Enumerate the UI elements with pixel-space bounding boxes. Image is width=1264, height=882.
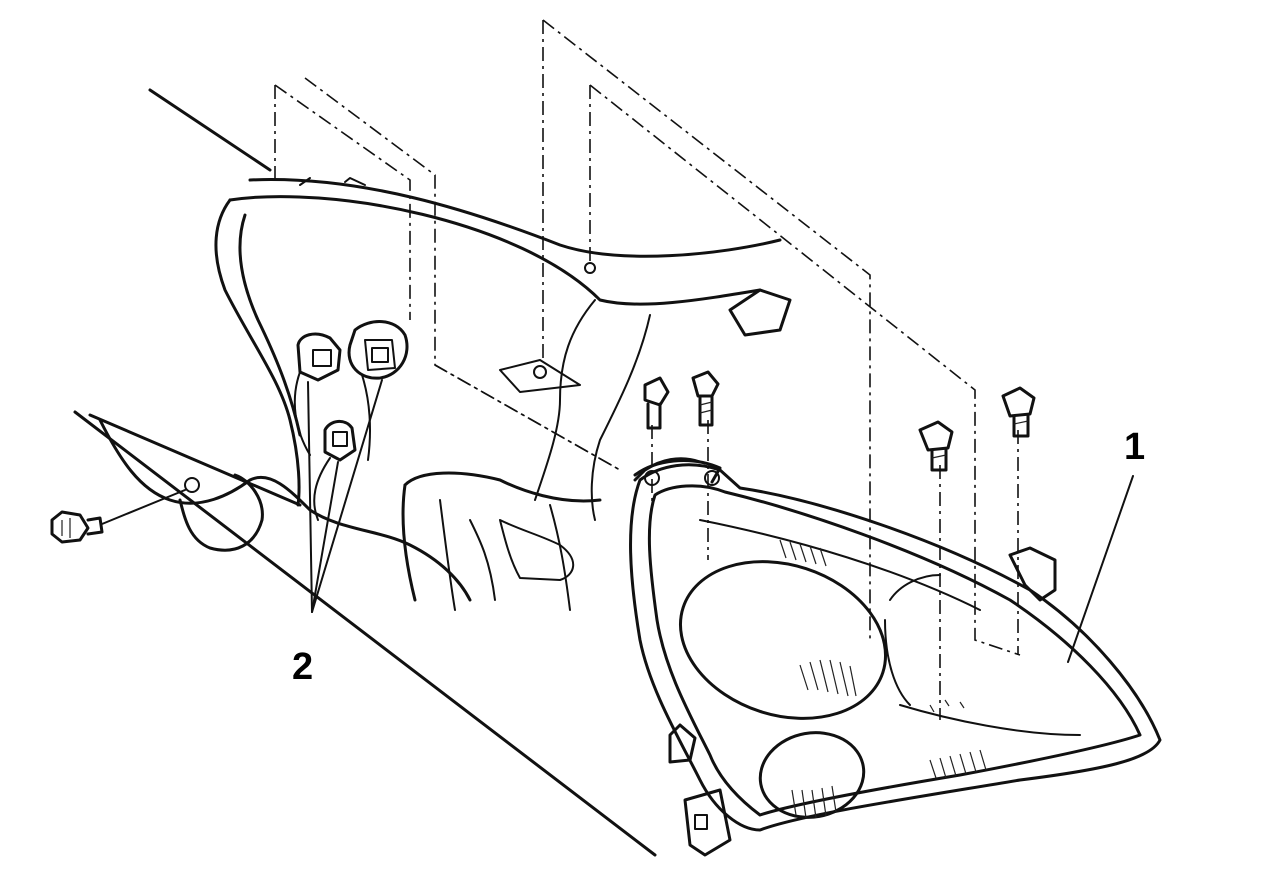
bolt-4: [1001, 386, 1036, 438]
callout-2-leaders: [307, 379, 383, 613]
callout-1: 1: [1124, 426, 1146, 468]
fender-panel: [148, 88, 792, 521]
headlamp-assembly: [629, 457, 1162, 857]
mounting-bolts: [643, 370, 1036, 472]
bulb-sockets: [293, 320, 409, 521]
callout-2: 2: [292, 646, 314, 688]
bolt-3: [918, 420, 954, 472]
retaining-screw: [50, 489, 186, 544]
headlamp-lens-hatching: [779, 539, 987, 819]
callout-1-leader: [1067, 475, 1134, 663]
bolt-2: [691, 370, 720, 427]
alignment-guides: [274, 19, 1021, 720]
bolt-1: [643, 376, 670, 430]
lower-panel: [73, 410, 657, 857]
